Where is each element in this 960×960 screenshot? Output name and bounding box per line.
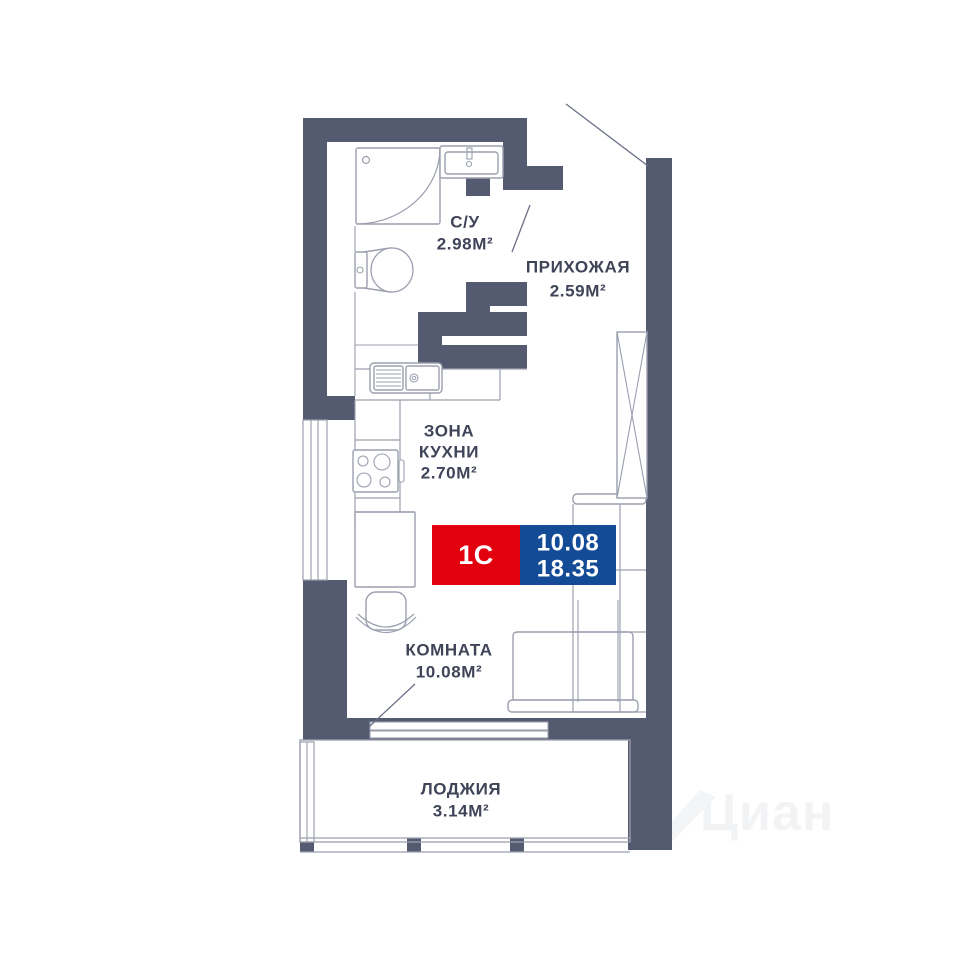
window-left: [302, 419, 328, 581]
label-kitchen-area: 2.70М²: [421, 463, 478, 482]
kitchen-drain-icon: [409, 373, 419, 383]
oven-handle-icon: [398, 459, 405, 483]
wall-bath-corner: [503, 345, 527, 369]
refrigerator-icon: [354, 511, 416, 588]
sink-drain-icon: [465, 160, 473, 168]
wall-left-lower: [303, 580, 347, 740]
wall-bath-bottom-left: [303, 396, 355, 420]
wall-loggia-right: [628, 740, 672, 850]
wardrobe-icon: [616, 331, 648, 499]
badge-total-area: 18.35: [537, 555, 600, 582]
kitchen-fixtures: [352, 362, 527, 588]
sink-bowl-icon: [405, 365, 440, 391]
label-kitchen-name: ЗОНА: [424, 421, 475, 440]
room-labels: С/У 2.98М² ПРИХОЖАЯ 2.59М² ЗОНА КУХНИ 2.…: [405, 212, 630, 820]
label-room-name: КОМНАТА: [405, 640, 492, 659]
wall-top-bath: [303, 118, 527, 142]
entry-door-leader: [565, 103, 649, 167]
shower-tray-icon: [355, 147, 441, 225]
faucet-icon: [466, 147, 473, 160]
label-room-area: 10.08М²: [416, 662, 483, 681]
wall-top-right-stub: [503, 118, 527, 170]
room-furniture: [355, 331, 648, 713]
wall-left-upper: [303, 118, 327, 420]
area-badge[interactable]: 1C 10.08 18.35: [432, 525, 616, 585]
label-hallway-name: ПРИХОЖАЯ: [526, 257, 630, 276]
label-loggia-name: ЛОДЖИЯ: [421, 779, 501, 798]
window-loggia-left: [299, 741, 315, 843]
watermark: Циан: [655, 784, 834, 846]
label-hallway-area: 2.59М²: [550, 281, 607, 300]
loggia-door: [369, 721, 549, 739]
badge-type-label: 1C: [458, 540, 494, 570]
drainboard-grooves-icon: [376, 369, 401, 387]
hallway-leader: [511, 204, 531, 253]
bathroom-fixtures: [354, 145, 504, 396]
label-loggia-area: 3.14М²: [433, 801, 490, 820]
cooktop-icon: [352, 449, 399, 493]
armchair-icon: [355, 591, 417, 633]
shower-door-arc-icon: [355, 147, 441, 225]
loggia-mullion-2: [407, 838, 421, 852]
wall-hall-top-ledge: [503, 166, 563, 190]
badge-living-area: 10.08: [537, 529, 600, 556]
watermark-label: Циан: [700, 784, 834, 842]
room-leader: [369, 683, 416, 727]
toilet-icon: [354, 247, 414, 293]
label-bathroom-area: 2.98М²: [437, 234, 494, 253]
badge-type-block: [432, 525, 520, 585]
badge-area-block: [520, 525, 616, 585]
loggia-mullion-3: [510, 838, 524, 852]
label-kitchen-name2: КУХНИ: [419, 442, 479, 461]
wall-right-outer: [646, 158, 672, 733]
wall-room-bottom-right: [548, 718, 672, 740]
shower-drain-icon: [361, 155, 371, 165]
loggia-outline: [299, 739, 631, 853]
label-bathroom-name: С/У: [450, 212, 479, 231]
